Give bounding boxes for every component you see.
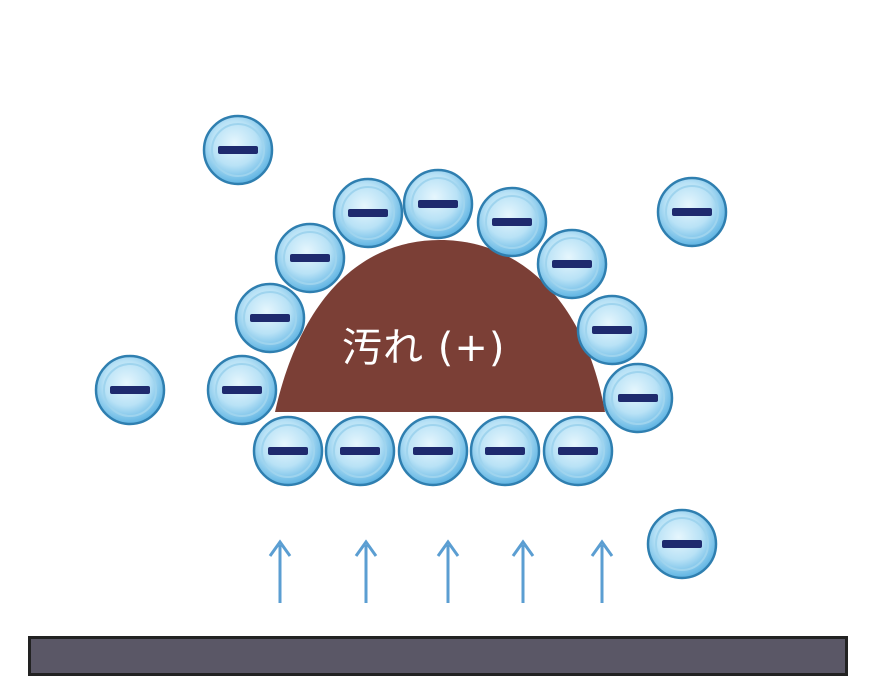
negative-ion (542, 415, 614, 487)
negative-ion (202, 114, 274, 186)
negative-ion (469, 415, 541, 487)
negative-ion (402, 168, 474, 240)
negative-ion (646, 508, 718, 580)
negative-ion (397, 415, 469, 487)
negative-ion (234, 282, 306, 354)
minus-sign-icon (348, 209, 388, 217)
minus-sign-icon (418, 200, 458, 208)
negative-ion (656, 176, 728, 248)
ion-group (94, 114, 728, 580)
minus-sign-icon (558, 447, 598, 455)
minus-sign-icon (250, 314, 290, 322)
arrow-group (268, 539, 614, 603)
minus-sign-icon (290, 254, 330, 262)
up-arrow-icon (436, 539, 460, 603)
negative-ion (536, 228, 608, 300)
minus-sign-icon (662, 540, 702, 548)
negative-ion (602, 362, 674, 434)
dirt-particle (275, 240, 605, 412)
minus-sign-icon (485, 447, 525, 455)
negative-ion (324, 415, 396, 487)
up-arrow-icon (354, 539, 378, 603)
dirt-label: 汚れ (+) (342, 325, 506, 371)
minus-sign-icon (492, 218, 532, 226)
negative-ion (274, 222, 346, 294)
negative-ion (94, 354, 166, 426)
minus-sign-icon (110, 386, 150, 394)
negative-ion (576, 294, 648, 366)
minus-sign-icon (340, 447, 380, 455)
minus-sign-icon (268, 447, 308, 455)
minus-sign-icon (222, 386, 262, 394)
minus-sign-icon (592, 326, 632, 334)
minus-sign-icon (218, 146, 258, 154)
minus-sign-icon (672, 208, 712, 216)
minus-sign-icon (413, 447, 453, 455)
negative-ion (252, 415, 324, 487)
negative-ion (332, 177, 404, 249)
negative-ion (476, 186, 548, 258)
minus-sign-icon (618, 394, 658, 402)
surface-bar (28, 636, 848, 676)
up-arrow-icon (590, 539, 614, 603)
up-arrow-icon (511, 539, 535, 603)
up-arrow-icon (268, 539, 292, 603)
negative-ion (206, 354, 278, 426)
minus-sign-icon (552, 260, 592, 268)
